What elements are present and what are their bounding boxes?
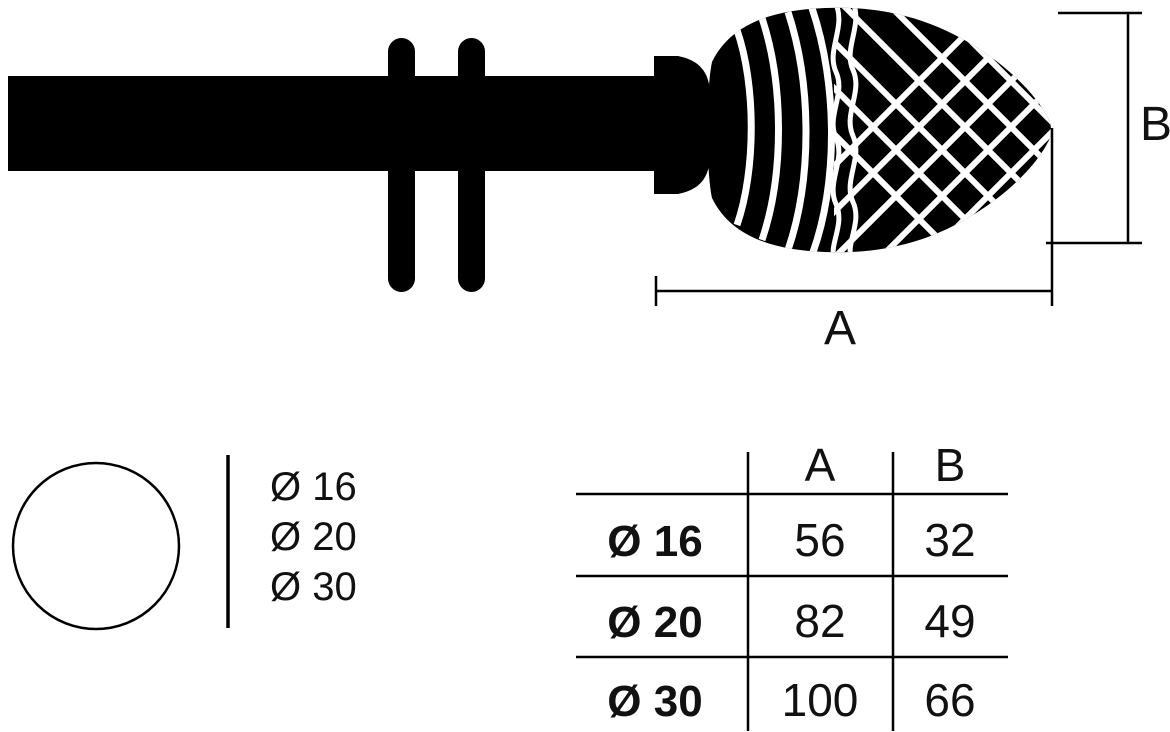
- dimension-a-label: A: [824, 302, 856, 355]
- diameter-legend: Ø 16 Ø 20 Ø 30: [11, 455, 357, 631]
- table-cell-a: 56: [794, 514, 845, 566]
- dimension-b-lines: [1046, 11, 1142, 245]
- table-header-b: B: [935, 439, 966, 491]
- table-row: Ø 30 100 66: [607, 674, 975, 726]
- table-row-label: Ø 16: [607, 517, 702, 566]
- table-row-label: Ø 20: [607, 598, 702, 647]
- dimension-a-lines: [654, 128, 1054, 306]
- finial-collar: [654, 56, 713, 194]
- pole-cross-section-circle: [11, 461, 181, 631]
- rod-ring-right: [458, 38, 485, 292]
- rod-ring-left: [388, 38, 415, 292]
- table-cell-a: 100: [782, 674, 859, 726]
- table-row-label: Ø 30: [607, 677, 702, 726]
- dimensions-table: A B Ø 16 56 32 Ø 20 82 49 Ø 30 100 66: [576, 439, 1008, 731]
- dimension-b-label: B: [1140, 98, 1170, 151]
- table-row: Ø 20 82 49: [607, 595, 975, 647]
- table-header-a: A: [805, 439, 836, 491]
- legend-diameter-30: Ø 30: [270, 565, 357, 609]
- legend-diameter-16: Ø 16: [270, 465, 357, 509]
- legend-diameter-20: Ø 20: [270, 515, 357, 559]
- table-row: Ø 16 56 32: [607, 514, 975, 566]
- table-cell-b: 32: [924, 514, 975, 566]
- table-cell-a: 82: [794, 595, 845, 647]
- curtain-rod: [8, 76, 656, 171]
- table-grid-lines: [576, 452, 1008, 731]
- table-cell-b: 49: [924, 595, 975, 647]
- finial-crown-ribs: [733, 7, 835, 253]
- table-cell-b: 66: [924, 674, 975, 726]
- rod-finial-diagram: B A: [8, 7, 1170, 355]
